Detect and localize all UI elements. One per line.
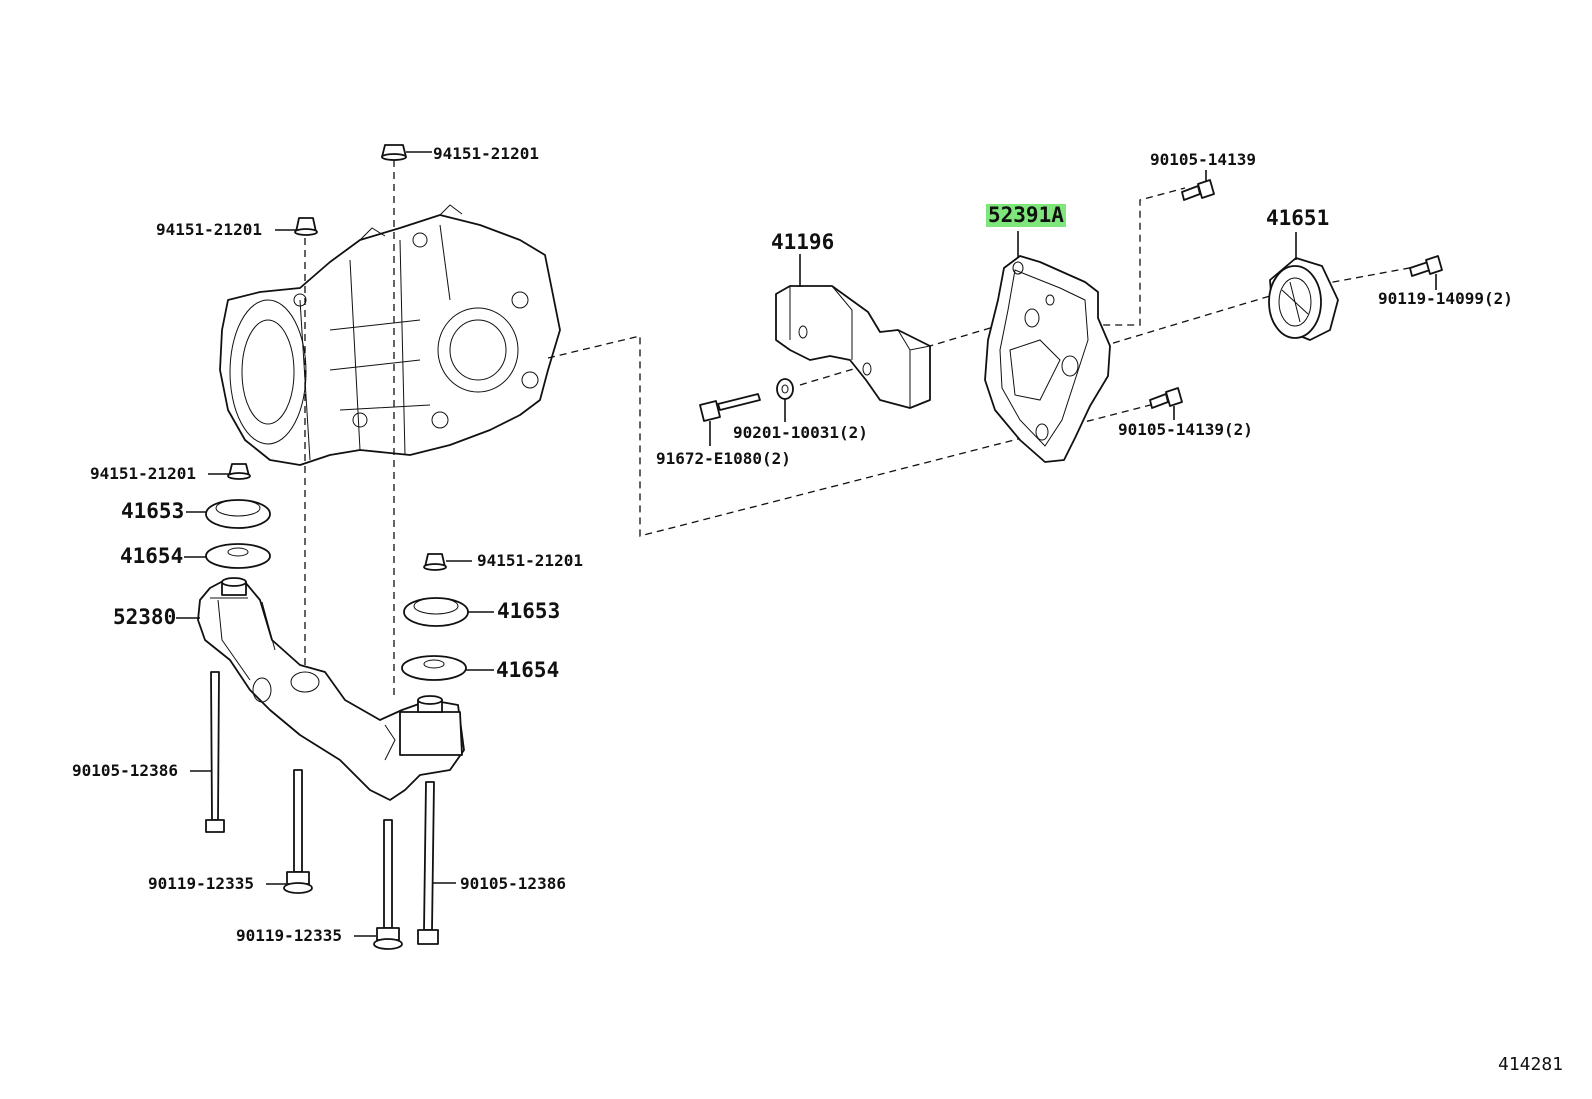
label-90119-14099[interactable]: 90119-14099(2) [1378, 289, 1513, 308]
label-90105-14139-top[interactable]: 90105-14139 [1150, 150, 1256, 169]
label-52380[interactable]: 52380 [113, 605, 177, 629]
bolt-90119-12335-a [266, 769, 313, 894]
label-41196[interactable]: 41196 [771, 230, 835, 254]
washer-41654-right [401, 655, 494, 681]
label-41653-right[interactable]: 41653 [497, 599, 561, 623]
bolt-90105-12386-right [417, 781, 456, 945]
label-94151-21201-left[interactable]: 94151-21201 [156, 220, 262, 239]
bracket-52391A [984, 231, 1111, 463]
label-41654-left[interactable]: 41654 [120, 544, 184, 568]
guide-line-upper [799, 187, 1186, 386]
transmission-housing [219, 204, 561, 466]
cap-94151-left [275, 217, 318, 236]
label-94151-21201-top[interactable]: 94151-21201 [433, 144, 539, 163]
mount-bracket-52380 [176, 577, 465, 801]
bolt-90119-12335-b [354, 819, 403, 950]
label-90201-10031[interactable]: 90201-10031(2) [733, 423, 868, 442]
cap-94151-top [381, 144, 432, 161]
label-90105-12386-right[interactable]: 90105-12386 [460, 874, 566, 893]
washer-41653-right [403, 597, 494, 627]
label-94151-21201-mid[interactable]: 94151-21201 [477, 551, 583, 570]
diagram-id: 414281 [1498, 1054, 1564, 1075]
label-90105-14139-bottom[interactable]: 90105-14139(2) [1118, 420, 1253, 439]
bolt-91672-e1080 [699, 393, 761, 446]
label-90119-12335-b[interactable]: 90119-12335 [236, 926, 342, 945]
bushing-41651 [1268, 232, 1339, 341]
label-90119-12335-a[interactable]: 90119-12335 [148, 874, 254, 893]
bolt-90105-12386-left [190, 671, 225, 833]
label-52391A-highlighted[interactable]: 52391A [986, 203, 1066, 227]
label-41654-right[interactable]: 41654 [496, 658, 560, 682]
label-41651[interactable]: 41651 [1266, 206, 1330, 230]
label-90105-12386-left[interactable]: 90105-12386 [72, 761, 178, 780]
washer-90201-10031 [776, 378, 794, 422]
bolt-90119-14099 [1409, 255, 1443, 290]
stopper-41196 [775, 254, 931, 409]
cap-94151-mid [423, 553, 472, 571]
label-94151-21201-lower[interactable]: 94151-21201 [90, 464, 196, 483]
washer-41653-left [186, 499, 271, 529]
label-91672-E1080[interactable]: 91672-E1080(2) [656, 449, 791, 468]
cap-94151-lower [208, 463, 251, 480]
label-41653-left[interactable]: 41653 [121, 499, 185, 523]
bolt-90105-14139-top [1181, 170, 1215, 201]
bolt-90105-14139-bottom [1149, 387, 1183, 420]
washer-41654-left [184, 543, 271, 569]
guide-line-right [547, 335, 1171, 537]
